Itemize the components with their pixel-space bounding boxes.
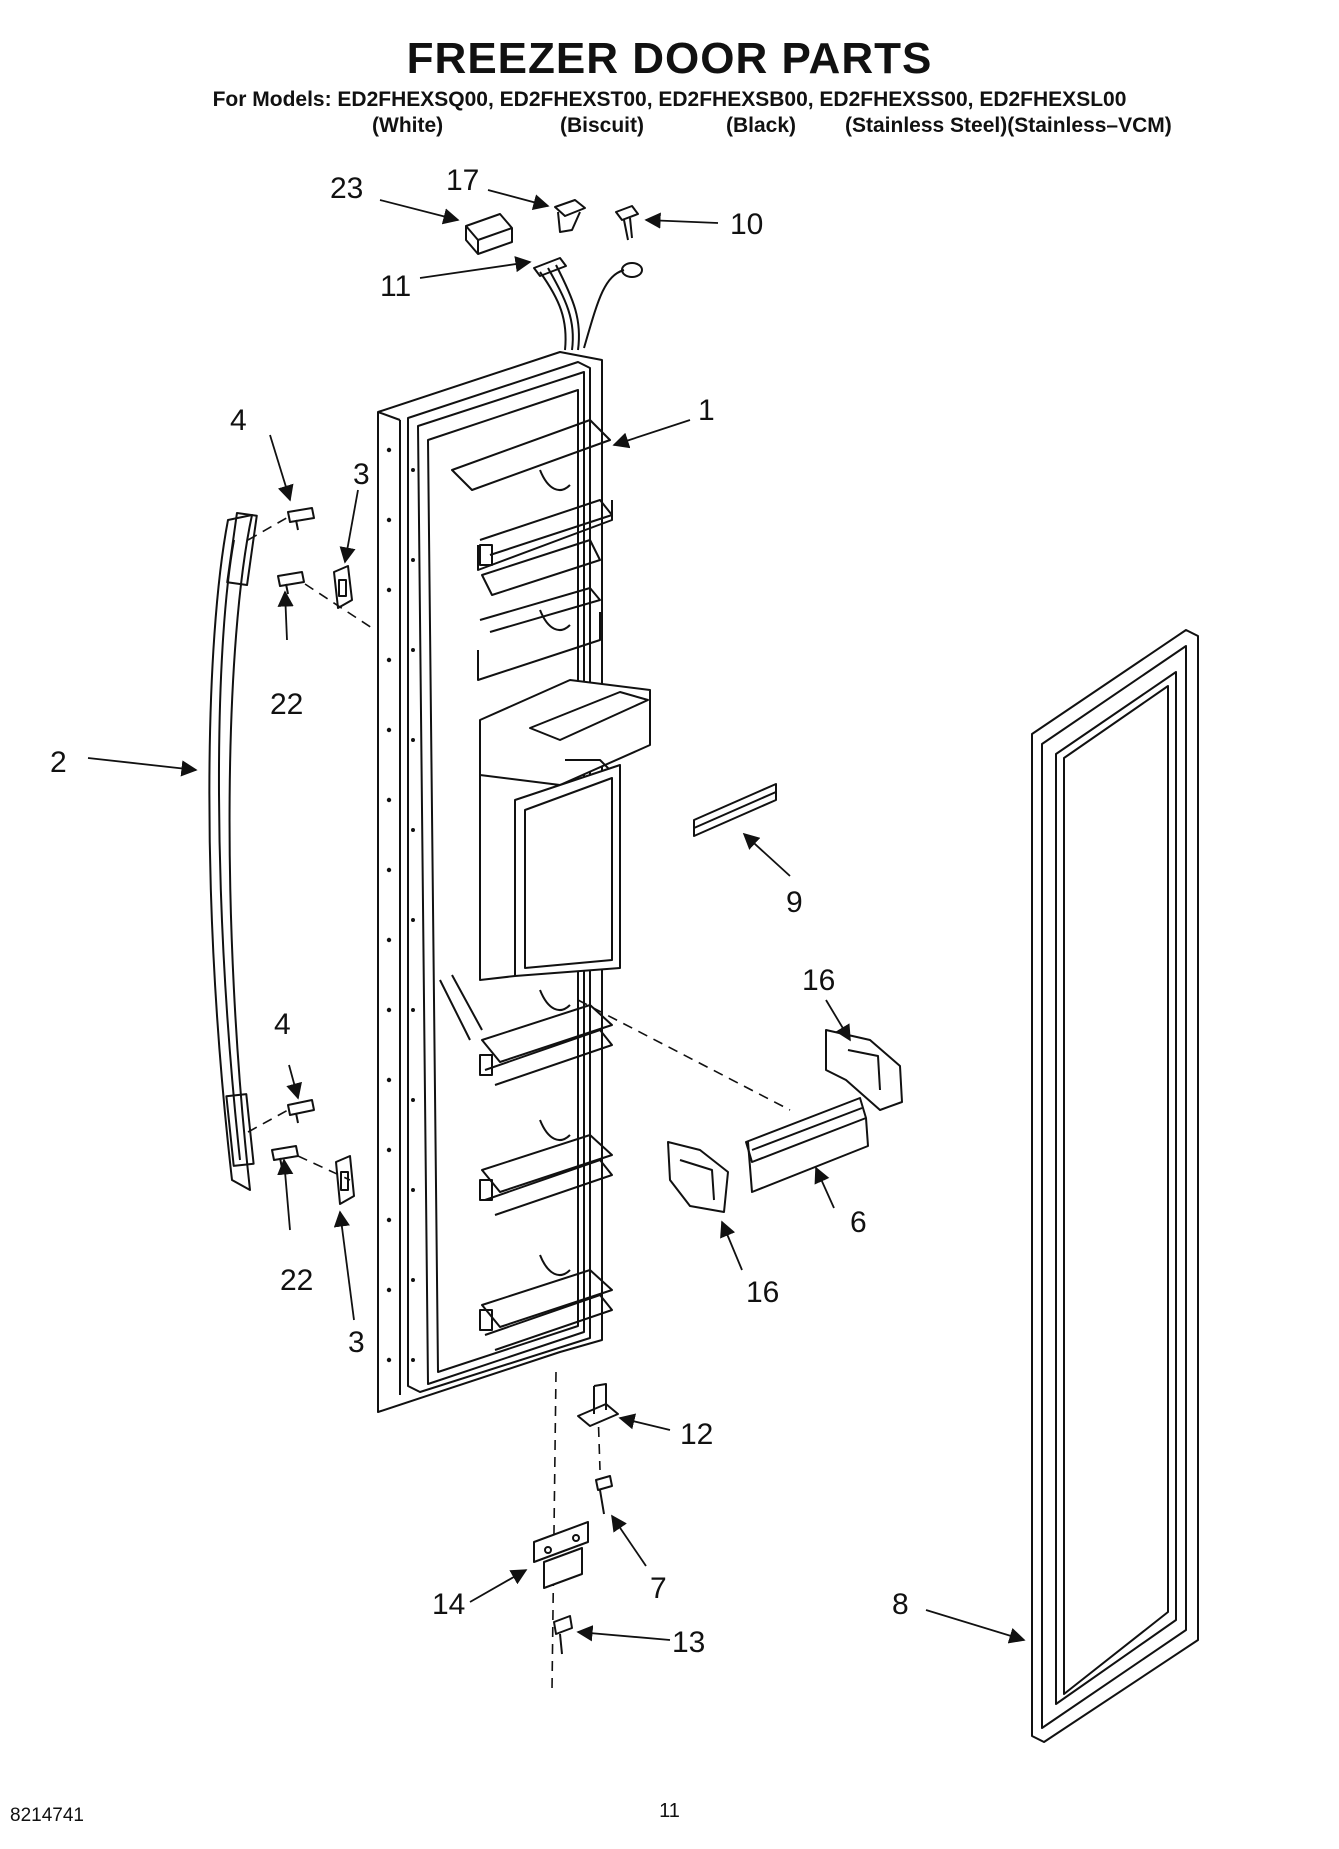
callout-arrows xyxy=(87,189,1026,1644)
callout-14: 14 xyxy=(432,1588,465,1621)
callout-23: 23 xyxy=(330,172,363,205)
callout-11: 11 xyxy=(380,270,411,303)
hinge-bracket-screw xyxy=(553,1615,573,1655)
upper-mount-screw xyxy=(277,571,305,595)
callout-22-upper: 22 xyxy=(270,688,303,721)
callout-1: 1 xyxy=(698,394,715,427)
color-biscuit: (Biscuit) xyxy=(560,114,644,137)
callout-7: 7 xyxy=(650,1572,667,1605)
callout-17: 17 xyxy=(446,164,479,197)
callout-8: 8 xyxy=(892,1588,909,1621)
hinge-bracket xyxy=(533,1521,589,1589)
callout-12: 12 xyxy=(680,1418,713,1451)
shelf-rail xyxy=(745,1097,869,1193)
doc-number: 8214741 xyxy=(10,1805,84,1826)
top-screw xyxy=(615,205,639,241)
callout-6: 6 xyxy=(850,1206,867,1239)
hinge-screw xyxy=(595,1475,613,1515)
shelf-end-cap-left xyxy=(667,1141,729,1213)
upper-handle-clip xyxy=(333,565,353,609)
callout-3-upper: 3 xyxy=(353,458,370,491)
door-handle xyxy=(208,511,258,1191)
lower-handle-screw xyxy=(287,1099,315,1124)
page-title: FREEZER DOOR PARTS xyxy=(406,34,933,83)
callout-16-upper: 16 xyxy=(802,964,835,997)
callout-4-lower: 4 xyxy=(274,1008,291,1041)
callout-22-lower: 22 xyxy=(280,1264,313,1297)
color-white: (White) xyxy=(372,114,444,137)
callout-3-lower: 3 xyxy=(348,1326,365,1359)
freezer-door-liner xyxy=(377,351,651,1413)
callout-2: 2 xyxy=(50,746,67,779)
wire-connector xyxy=(465,213,513,255)
lower-handle-clip xyxy=(335,1155,355,1205)
color-stainless: (Stainless Steel)(Stainless–VCM) xyxy=(845,114,1172,137)
plug-button xyxy=(554,199,586,233)
shelf-trim-strip xyxy=(693,783,777,837)
color-black: (Black) xyxy=(726,114,797,137)
door-gasket xyxy=(1031,629,1199,1743)
callout-9: 9 xyxy=(786,886,803,919)
callout-13: 13 xyxy=(672,1626,705,1659)
callout-16-lower: 16 xyxy=(746,1276,779,1309)
lower-hinge-pin xyxy=(577,1383,619,1427)
page-number: 11 xyxy=(659,1800,680,1822)
callout-10: 10 xyxy=(730,208,763,241)
wire-harness xyxy=(533,257,643,351)
models-line: For Models: ED2FHEXSQ00, ED2FHEXST00, ED… xyxy=(212,88,1127,111)
shelf-end-cap-right xyxy=(825,1029,903,1111)
callout-labels: 23 17 10 11 1 4 3 22 2 9 16 4 6 22 16 3 … xyxy=(50,164,909,1659)
callout-4-upper: 4 xyxy=(230,404,247,437)
upper-handle-screw xyxy=(287,507,315,531)
